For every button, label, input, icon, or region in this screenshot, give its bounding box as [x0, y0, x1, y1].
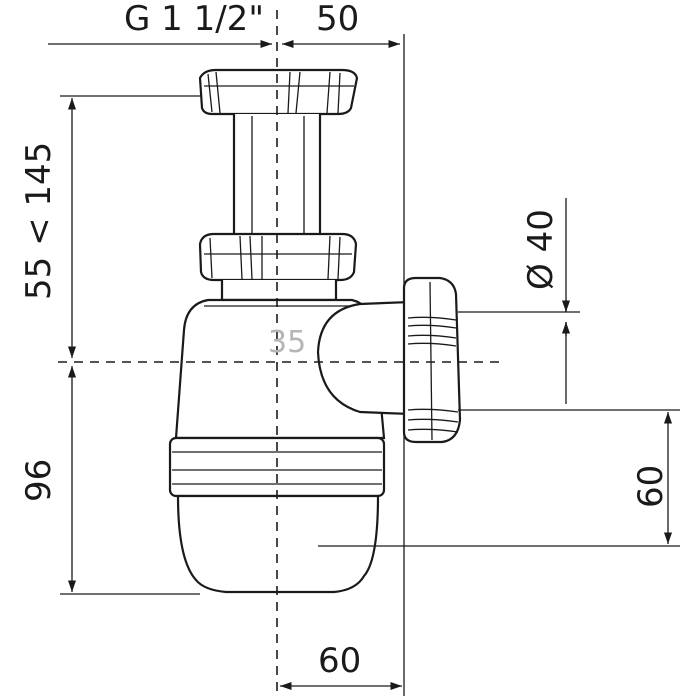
lower-height-label: 96	[19, 459, 59, 502]
top-nut	[198, 68, 359, 116]
height-range-label: 55 < 145	[19, 142, 59, 300]
top-nut-ribs	[204, 71, 354, 114]
outlet-diameter-label: Ø 40	[521, 209, 561, 290]
inner-label: 35	[268, 325, 306, 360]
extension-lines	[60, 34, 680, 696]
outlet-nut-ribs	[407, 281, 459, 441]
bottom-width-label: 60	[318, 641, 361, 681]
dimension-lines	[48, 39, 673, 691]
offset-top-label: 50	[316, 0, 359, 39]
cup-bottom	[176, 494, 380, 594]
centerlines	[58, 10, 500, 696]
middle-nut	[198, 232, 358, 282]
siphon-body	[168, 68, 462, 594]
middle-nut-ribs	[204, 235, 352, 280]
outlet-height-label: 60	[631, 465, 671, 508]
thread-label: G 1 1/2"	[124, 0, 264, 39]
